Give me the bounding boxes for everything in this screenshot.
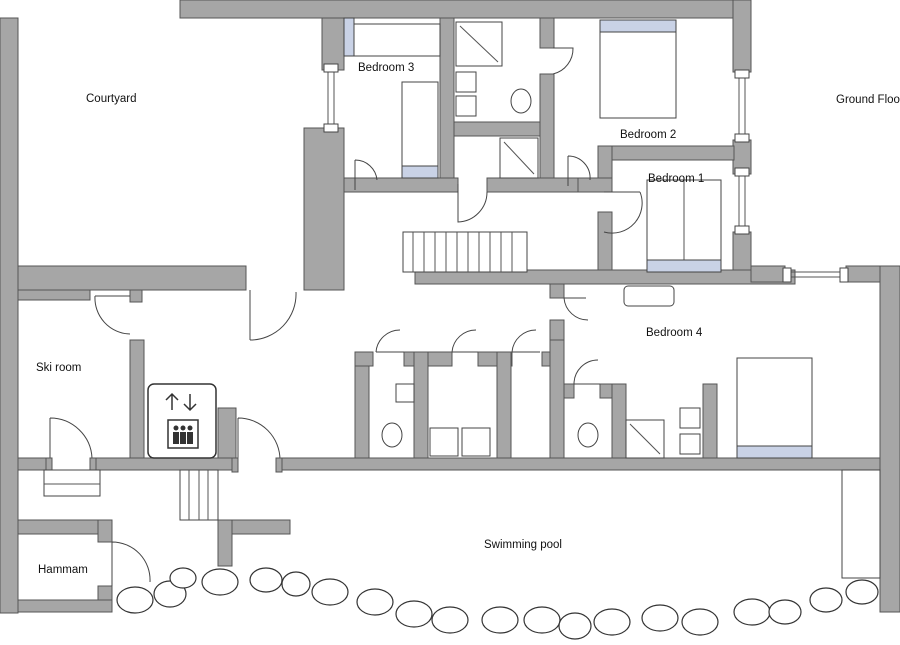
elevator-icon	[147, 383, 217, 459]
furniture	[43, 19, 881, 579]
walls	[0, 0, 900, 614]
room-label-hammam: Hammam	[38, 564, 88, 576]
room-label-swimming-pool: Swimming pool	[484, 539, 562, 551]
bathroom-fixtures	[381, 21, 701, 459]
room-label-bedroom-3: Bedroom 3	[358, 62, 415, 74]
pool-stone-edge	[116, 567, 879, 640]
windows	[323, 17, 849, 283]
room-label-ski-room: Ski room	[36, 362, 82, 374]
room-label-bedroom-4: Bedroom 4	[646, 327, 703, 339]
doors	[45, 47, 643, 586]
room-label-bedroom-2: Bedroom 2	[620, 129, 677, 141]
floor-name-label: Ground Floor	[836, 94, 900, 106]
stairs	[179, 231, 528, 521]
room-label-courtyard: Courtyard	[86, 93, 137, 105]
room-label-bedroom-1: Bedroom 1	[648, 173, 705, 185]
